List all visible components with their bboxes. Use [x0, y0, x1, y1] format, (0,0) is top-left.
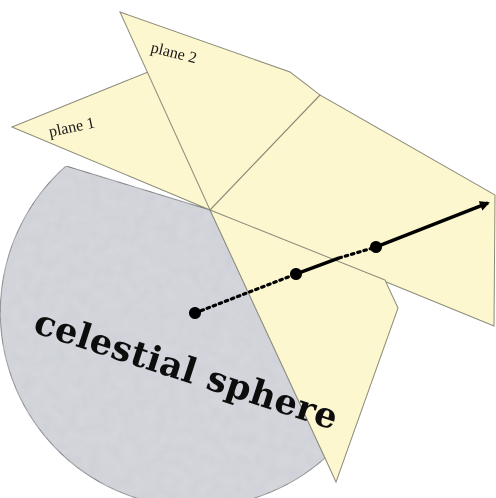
ray-arrow — [375, 201, 490, 249]
dotted-line — [193, 272, 298, 315]
plane-intersection-line — [209, 94, 321, 211]
solid-segment — [295, 256, 340, 276]
plane-2-lower — [209, 209, 399, 484]
celestial-sphere — [0, 165, 326, 498]
center-point — [189, 307, 201, 319]
point-plane-1 — [290, 268, 302, 280]
hidden-segment — [337, 245, 378, 260]
point-plane-2 — [370, 241, 382, 253]
